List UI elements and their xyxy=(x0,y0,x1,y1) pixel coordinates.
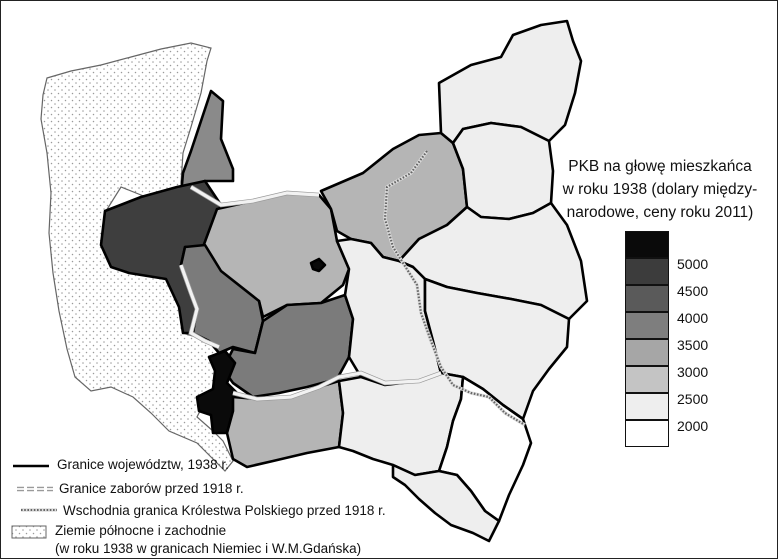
swatch-3500 xyxy=(625,312,669,339)
region-warszawa-city xyxy=(309,257,327,273)
swatch-4500 xyxy=(625,258,669,285)
legend-sample-kingdom-line xyxy=(21,508,57,512)
scale-label-4000: 4000 xyxy=(677,310,709,326)
legend-title-line1: PKB na głowę mieszkańca xyxy=(568,158,752,175)
legend-sample-voivodeship-line xyxy=(13,464,49,468)
partition-border xyxy=(179,185,442,401)
swatch-2500 xyxy=(625,366,669,393)
swatch-2000 xyxy=(625,420,669,447)
legend-voivodeship-borders: Granice województw, 1938 r. xyxy=(57,457,229,472)
legend-sample-partition-line xyxy=(17,486,53,492)
scale-label-5000: 5000 xyxy=(677,256,709,272)
region-stanislawowskie xyxy=(391,463,501,543)
region-nowogrodzkie xyxy=(451,121,555,221)
swatch-4000 xyxy=(625,285,669,312)
legend-title-line2: w roku 1938 (dolary między- xyxy=(562,181,758,198)
scale-label-4500: 4500 xyxy=(677,283,709,299)
legend-partition-borders: Granice zaborów przed 1918 r. xyxy=(59,481,244,496)
legend-northern-western-line1: Ziemie północne i zachodnie xyxy=(55,523,227,538)
legend-title-line3: narodowe, ceny roku 2011) xyxy=(566,204,754,221)
legend-sample-dotted-area xyxy=(11,525,47,539)
scale-label-3500: 3500 xyxy=(677,337,709,353)
kingdom-border xyxy=(383,150,526,426)
scale-label-2000: 2000 xyxy=(677,418,709,434)
swatch-2250 xyxy=(625,393,669,420)
region-slaskie xyxy=(195,349,239,435)
scale-label-3000: 3000 xyxy=(677,364,709,380)
legend-northern-western-line2: (w roku 1938 w granicach Niemiec i W.M.G… xyxy=(55,541,362,556)
legend-kingdom-border: Wschodnia granica Królestwa Polskiego pr… xyxy=(63,503,386,518)
swatch-5000 xyxy=(625,231,669,258)
swatch-3000 xyxy=(625,339,669,366)
scale-label-2500: 2500 xyxy=(677,391,709,407)
legend-title: PKB na głowę mieszkańca w roku 1938 (dol… xyxy=(549,155,771,224)
